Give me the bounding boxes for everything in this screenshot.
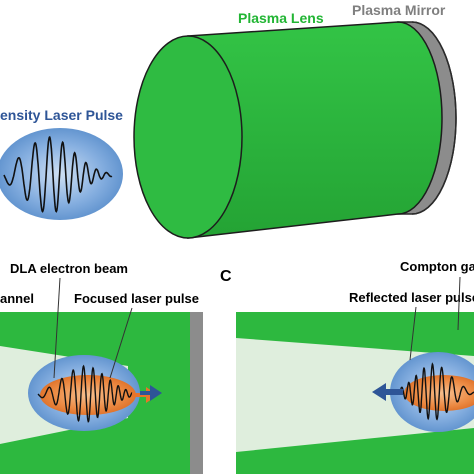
laser-pulse-label: ensity Laser Pulse — [0, 107, 123, 123]
plasma-mirror-label: Plasma Mirror — [352, 2, 446, 18]
plasma-lens-cylinder — [133, 21, 457, 239]
panel-c: C Compton ga Reflected laser pulse — [220, 259, 474, 474]
reflected-pointer-line — [409, 306, 417, 361]
focused-pulse-label: Focused laser pulse — [74, 291, 199, 306]
laser-wave-c — [399, 362, 474, 421]
plasma-lens-label: Plasma Lens — [238, 10, 324, 26]
plasma-mirror-b — [190, 312, 203, 474]
compton-pointer-line — [457, 276, 461, 331]
laser-arrow-b — [140, 385, 162, 401]
compton-label: Compton ga — [400, 259, 474, 274]
laser-pulse-wave — [3, 135, 113, 213]
panel-c-letter: C — [220, 268, 232, 285]
laser-wave-b — [37, 364, 133, 423]
reflected-pulse-label: Reflected laser pulse — [349, 290, 474, 305]
dla-beam-label: DLA electron beam — [10, 261, 128, 276]
channel-label: annel — [0, 291, 34, 306]
panel-b: DLA electron beam annel Focused laser pu… — [0, 261, 203, 474]
laser-pulse-ellipse — [0, 128, 123, 220]
focused-pointer-line — [109, 307, 133, 379]
plasma-lens-body — [187, 21, 443, 239]
plasma-lens-front-face — [133, 35, 243, 239]
electron-beam-b — [40, 375, 136, 415]
reflected-arrow-c — [372, 383, 403, 401]
dla-pointer-line — [53, 277, 61, 379]
